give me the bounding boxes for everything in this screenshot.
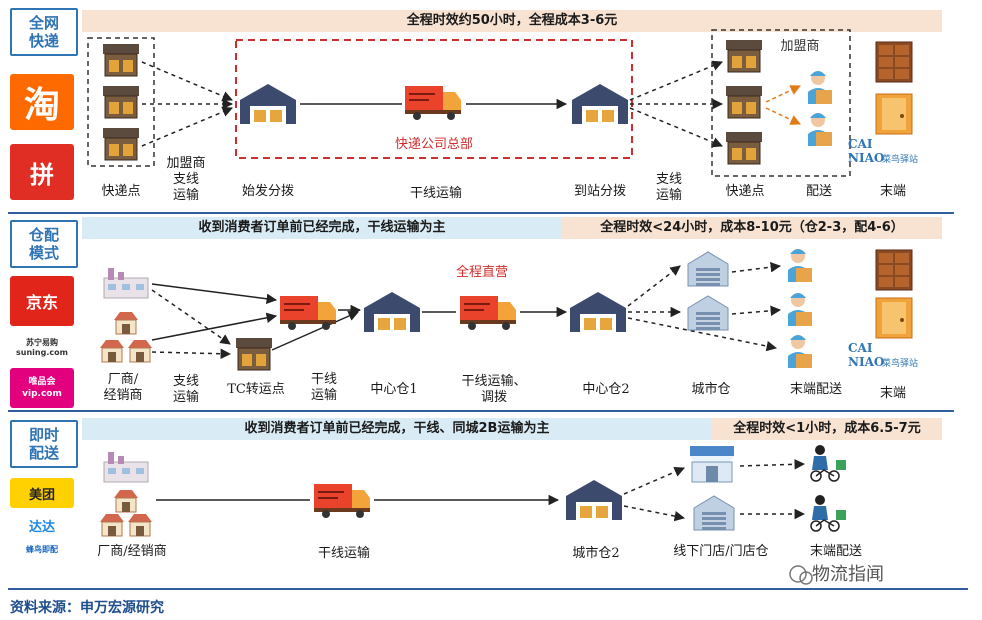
trunk-truck-icon [279, 295, 337, 331]
transfer-truck-icon [459, 295, 517, 331]
hq-box [235, 39, 633, 159]
rider-courier-icon [810, 444, 847, 482]
home-door-icon [875, 93, 913, 135]
wechat-icon [789, 565, 807, 583]
pinduoduo-logo: 拼 [10, 144, 74, 200]
meituan-logo: 美团 [10, 478, 74, 508]
express-point-icon [102, 127, 140, 161]
city-warehouse-2-icon [566, 480, 622, 520]
dest-sort-warehouse-icon [572, 84, 628, 124]
label-terminal: 末端 [879, 184, 906, 199]
label-branch: 支线 运输 [172, 374, 199, 405]
cainiao-logo-sub: 菜鸟驿站 [882, 357, 918, 369]
factory-icon [103, 267, 149, 299]
section2-banner-right: 全程时效<24小时，成本8-10元（仓2-3，配4-6） [562, 217, 942, 239]
tag-express-network: 全网 快递 [10, 8, 78, 56]
factory-icon [103, 451, 149, 483]
label-express-point-right: 快递点 [725, 184, 765, 199]
courier-person-icon [788, 249, 812, 282]
trunk-truck-icon [313, 483, 371, 519]
label-trunk: 干线运输 [317, 546, 370, 561]
section2-banner-left: 收到消费者订单前已经完成，干线运输为主 [82, 217, 562, 239]
cainiao-logo-sub: 菜鸟驿站 [882, 153, 918, 165]
franchisee-label: 加盟商 [780, 39, 819, 54]
label-maker: 厂商/ 经销商 [103, 372, 143, 403]
jd-logo: 京东 [10, 276, 74, 326]
suning-logo: 苏宁易购 suning.com [10, 334, 74, 362]
shop-icon [113, 489, 139, 513]
city-warehouse-icon [687, 295, 729, 331]
city-warehouse-icon [687, 251, 729, 287]
label-maker: 厂商/经销商 [97, 544, 167, 559]
shop-icon [127, 513, 153, 537]
cainiao-logo-line1: CAI [848, 137, 873, 151]
label-franchisee-branch: 加盟商 支线 运输 [166, 156, 206, 203]
label-central2: 中心仓2 [582, 382, 630, 397]
fengniao-logo: 蜂鸟即配 [10, 540, 74, 558]
watermark: 物流指闻 [812, 564, 884, 585]
express-point-icon [725, 85, 763, 119]
section1-banner: 全程时效约50小时，全程成本3-6元 [82, 10, 942, 32]
label-city-warehouse-2: 城市仓2 [572, 546, 620, 561]
section3-banner-right: 全程时效<1小时，成本6.5-7元 [712, 418, 942, 440]
origin-sort-warehouse-icon [240, 84, 296, 124]
shop-icon [127, 339, 153, 363]
parcel-locker-icon [875, 41, 913, 83]
express-point-icon [725, 131, 763, 165]
section-divider [8, 212, 954, 214]
label-trunk-transfer: 干线运输、 调拨 [461, 374, 527, 405]
shop-icon [99, 513, 125, 537]
courier-person-icon [808, 71, 832, 104]
label-branch: 支线 运输 [655, 172, 682, 203]
label-dest-sort: 到站分拨 [573, 184, 626, 199]
label-delivery: 配送 [805, 184, 832, 199]
dada-logo: 达达 [10, 514, 74, 536]
shop-icon [113, 311, 139, 335]
vip-logo: 唯品会 vip.com [10, 368, 74, 408]
courier-person-icon [788, 293, 812, 326]
parcel-locker-icon [875, 249, 913, 291]
section-divider [8, 410, 954, 412]
source-divider [8, 588, 968, 590]
franchisee-box [711, 29, 851, 177]
tag-warehouse-delivery: 仓配 模式 [10, 220, 78, 268]
cainiao-logo-line2: NIAO [848, 151, 884, 165]
label-last-mile: 末端配送 [809, 544, 862, 559]
section3-banner-left: 收到消费者订单前已经完成，干线、同城2B运输为主 [82, 418, 712, 440]
tag-instant-delivery: 即时 配送 [10, 420, 78, 468]
rider-courier-icon [810, 494, 847, 532]
offline-store-icon [689, 445, 735, 483]
label-tc: TC转运点 [227, 382, 285, 397]
express-points-box [87, 37, 155, 167]
home-door-icon [875, 297, 913, 339]
label-trunk: 干线 运输 [310, 372, 337, 403]
hq-label: 快递公司总部 [395, 137, 473, 152]
direct-operation-label: 全程直营 [456, 264, 508, 280]
taobao-logo: 淘 [10, 74, 74, 130]
label-offline-store: 线下门店/门店仓 [673, 544, 769, 559]
cainiao-logo-line1: CAI [848, 341, 873, 355]
express-point-icon [102, 85, 140, 119]
courier-person-icon [808, 113, 832, 146]
label-city-warehouse: 城市仓 [691, 382, 731, 397]
tc-transfer-icon [235, 337, 273, 371]
express-point-icon [102, 43, 140, 77]
label-central1: 中心仓1 [370, 382, 418, 397]
store-warehouse-icon [693, 495, 735, 531]
shop-icon [99, 339, 125, 363]
label-terminal: 末端 [879, 386, 906, 401]
trunk-truck-icon [404, 85, 462, 121]
central-warehouse-2-icon [570, 292, 626, 332]
express-point-icon [725, 39, 763, 73]
label-origin-sort: 始发分拨 [241, 184, 294, 199]
label-last-mile: 末端配送 [789, 382, 842, 397]
label-express-point-left: 快递点 [101, 184, 141, 199]
cainiao-logo-line2: NIAO [848, 355, 884, 369]
central-warehouse-1-icon [364, 292, 420, 332]
wechat-icon [799, 571, 813, 585]
courier-person-icon [788, 335, 812, 368]
label-trunk: 干线运输 [409, 186, 462, 201]
source-note: 资料来源：申万宏源研究 [10, 600, 164, 616]
